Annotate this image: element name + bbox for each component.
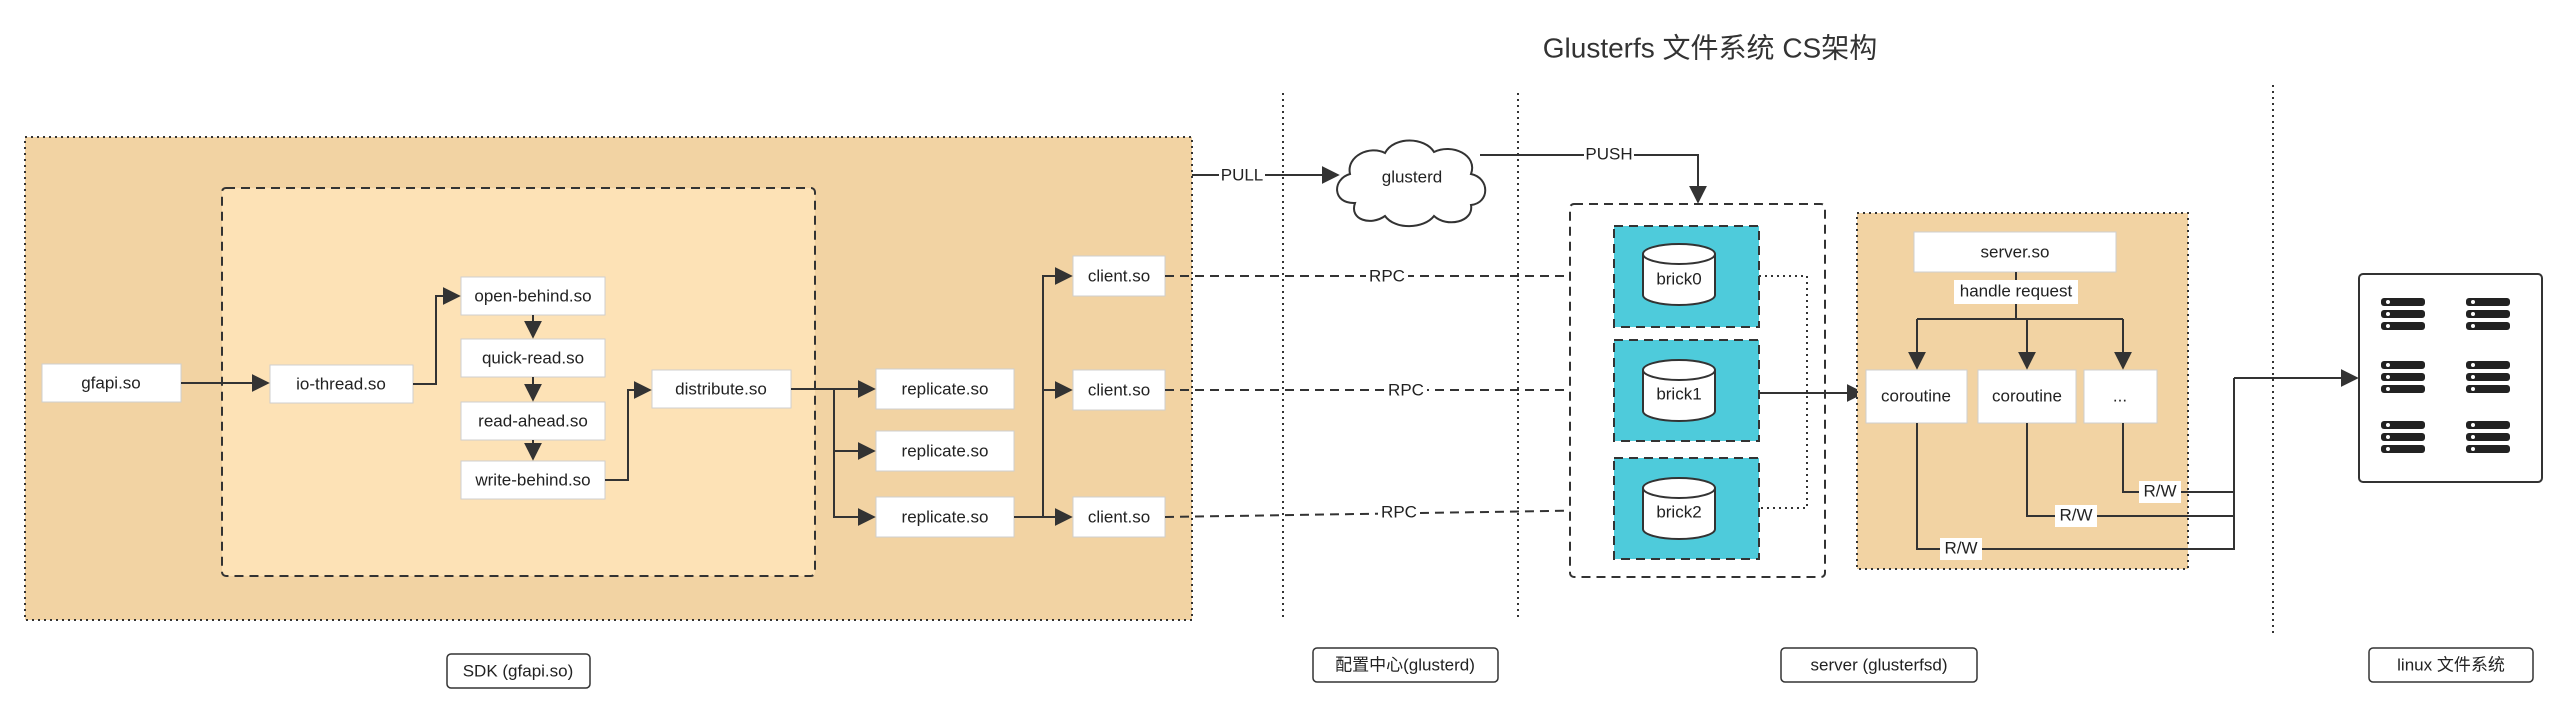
client-box-2: client.so: [1072, 369, 1166, 411]
svg-text:gfapi.so: gfapi.so: [81, 373, 141, 392]
svg-text:brick2: brick2: [1656, 502, 1701, 521]
svg-text:SDK (gfapi.so): SDK (gfapi.so): [463, 661, 574, 680]
svg-text:coroutine: coroutine: [1992, 386, 2062, 405]
section-label-linux: linux 文件系统: [2368, 647, 2534, 683]
replicate-box-2: replicate.so: [875, 430, 1015, 472]
replicate-box-1: replicate.so: [875, 368, 1015, 410]
rw-label-3: R/W: [2143, 481, 2176, 500]
replicate-box-3: replicate.so: [875, 496, 1015, 538]
rw-line-2: [2026, 423, 2234, 517]
arrow-writebehind-distribute: [605, 381, 652, 481]
database-icon: [1642, 477, 1716, 540]
io-thread-box: io-thread.so: [269, 364, 414, 404]
rpc-label-bg: [1366, 266, 1408, 286]
svg-text:brick1: brick1: [1656, 384, 1701, 403]
svg-text:glusterd: glusterd: [1382, 167, 1442, 186]
svg-text:client.so: client.so: [1088, 507, 1150, 526]
svg-text:配置中心(glusterd): 配置中心(glusterd): [1335, 655, 1475, 674]
svg-text:replicate.so: replicate.so: [902, 379, 989, 398]
coroutine-box-1: coroutine: [1865, 369, 1968, 424]
worker-box-ellipsis: ...: [2083, 369, 2158, 424]
svg-text:replicate.so: replicate.so: [902, 507, 989, 526]
client-box-3: client.so: [1072, 496, 1166, 538]
svg-text:coroutine: coroutine: [1881, 386, 1951, 405]
rpc-label-2: RPC: [1381, 502, 1417, 521]
open-behind-box: open-behind.so: [460, 276, 606, 316]
svg-text:write-behind.so: write-behind.so: [474, 470, 590, 489]
svg-text:server (glusterfsd): server (glusterfsd): [1811, 655, 1948, 674]
rw-label-2: R/W: [2059, 505, 2092, 524]
database-icon: [1642, 359, 1716, 422]
rpc-label-0: RPC: [1369, 266, 1405, 285]
rpc-label-bg: [1385, 380, 1427, 400]
brick-1: brick1: [1613, 339, 1760, 442]
section-label-config: 配置中心(glusterd): [1312, 647, 1499, 683]
write-behind-box: write-behind.so: [460, 460, 606, 500]
svg-text:open-behind.so: open-behind.so: [474, 286, 591, 305]
quick-read-box: quick-read.so: [460, 338, 606, 378]
section-label-sdk: SDK (gfapi.so): [446, 653, 591, 689]
pull-label: PULL: [1221, 165, 1264, 184]
section-label-server: server (glusterfsd): [1780, 647, 1978, 683]
rw-label-bg: [1940, 538, 1982, 560]
svg-text:linux 文件系统: linux 文件系统: [2397, 655, 2505, 674]
svg-text:read-ahead.so: read-ahead.so: [478, 411, 588, 430]
rw-line-1: [1916, 378, 2235, 550]
server-so-box: server.so: [1913, 231, 2117, 273]
arrow-push: [1480, 154, 1707, 204]
pull-label-bg: [1219, 165, 1265, 185]
coroutine-box-2: coroutine: [1977, 369, 2077, 424]
rpc-label-bg: [1378, 503, 1420, 523]
svg-text:client.so: client.so: [1088, 266, 1150, 285]
push-label-bg: [1584, 145, 1634, 165]
read-ahead-box: read-ahead.so: [460, 401, 606, 441]
rw-line-3: [2122, 423, 2234, 493]
svg-text:replicate.so: replicate.so: [902, 441, 989, 460]
diagram-title: Glusterfs 文件系统 CS架构: [1543, 32, 1877, 63]
client-box-1: client.so: [1072, 255, 1166, 297]
push-label: PUSH: [1585, 144, 1632, 163]
rw-label-bg: [2139, 481, 2181, 503]
gfapi-box: gfapi.so: [41, 363, 182, 403]
distribute-box: distribute.so: [651, 369, 792, 409]
svg-text:quick-read.so: quick-read.so: [482, 348, 584, 367]
rw-label-1: R/W: [1944, 538, 1977, 557]
arrow-replicate-client: [1042, 381, 1073, 517]
brick-0: brick0: [1613, 225, 1760, 328]
glusterd-cloud: glusterd: [1336, 139, 1487, 228]
svg-text:distribute.so: distribute.so: [675, 379, 767, 398]
svg-text:...: ...: [2113, 386, 2127, 405]
brick-2: brick2: [1613, 457, 1760, 560]
rw-label-bg: [2055, 505, 2097, 527]
database-icon: [1642, 243, 1716, 306]
svg-text:io-thread.so: io-thread.so: [296, 374, 386, 393]
svg-text:client.so: client.so: [1088, 380, 1150, 399]
handle-request-label-bg: [1954, 280, 2078, 304]
svg-text:server.so: server.so: [1981, 242, 2050, 261]
server-rack-icon: [2358, 273, 2543, 483]
handle-request-label: handle request: [1960, 281, 2073, 300]
rpc-label-1: RPC: [1388, 380, 1424, 399]
arrow-io-openbehind: [413, 287, 461, 385]
arrow-distribute-replicate: [833, 389, 876, 526]
svg-text:brick0: brick0: [1656, 269, 1701, 288]
